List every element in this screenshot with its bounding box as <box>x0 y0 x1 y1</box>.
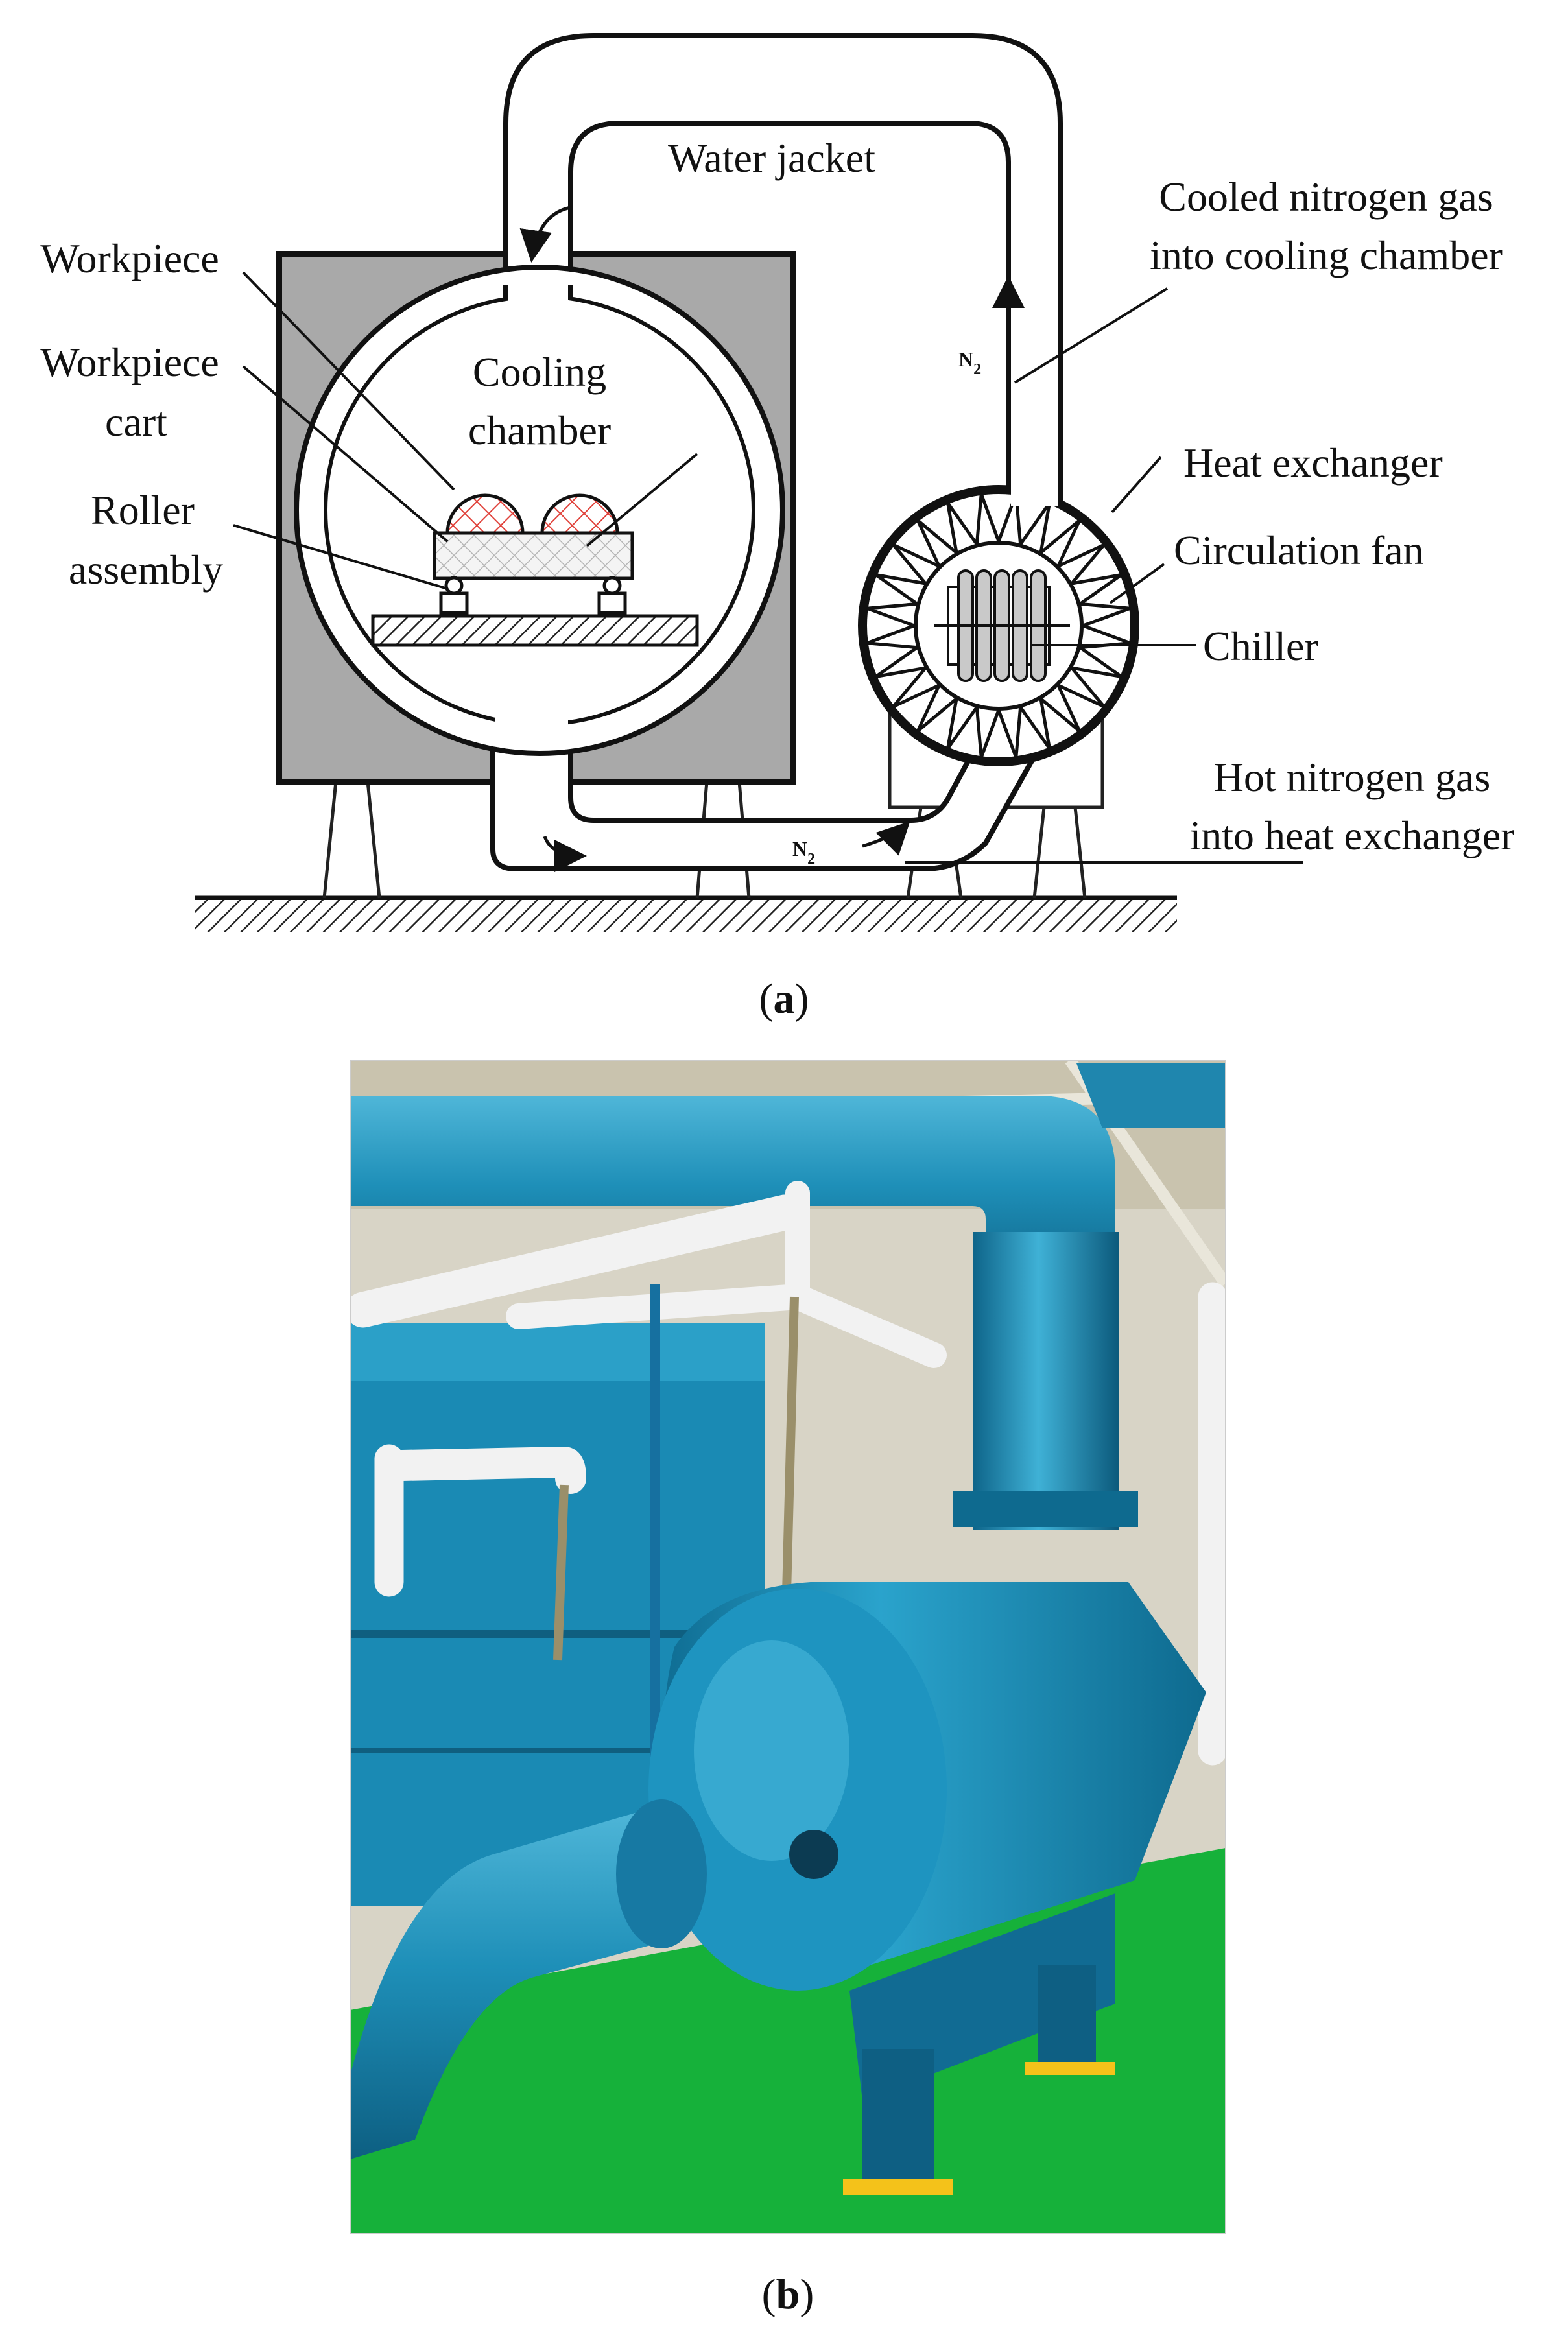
caption-a-close: ) <box>795 975 809 1023</box>
n2-sub: 2 <box>973 361 981 378</box>
caption-b-letter: b <box>776 2271 800 2318</box>
n2-main: N <box>958 348 973 371</box>
water-jacket-label: Water jacket <box>668 135 875 181</box>
n2-sub-2: 2 <box>807 851 815 868</box>
n2-label-top: N2 <box>958 348 981 378</box>
workpiece <box>445 493 619 535</box>
chiller-label: Chiller <box>1203 623 1318 669</box>
photo-b: (b) <box>350 1060 1226 2318</box>
floor <box>195 895 1177 932</box>
chamber-label-1: Cooling <box>473 349 606 395</box>
caption-a-letter: a <box>774 975 795 1023</box>
flow-arrows <box>519 206 1025 872</box>
cooled-gas-label-1: Cooled nitrogen gas <box>1159 174 1493 220</box>
workpiece-cart <box>433 531 634 580</box>
rail-plate <box>371 614 699 647</box>
cart-label-1: Workpiece <box>40 339 219 385</box>
roller-assembly <box>439 576 627 615</box>
chamber-label-2: chamber <box>468 407 611 453</box>
caption-b-close: ) <box>800 2271 814 2318</box>
roller-label-2: assembly <box>69 547 223 593</box>
heat-exchanger <box>858 480 1139 766</box>
heat-exchanger-label: Heat exchanger <box>1183 440 1443 486</box>
circulation-fan-label: Circulation fan <box>1174 527 1424 573</box>
n2-main-2: N <box>792 837 807 860</box>
cooling-chamber-vessel <box>294 265 785 756</box>
caption-b: (b) <box>762 2271 814 2318</box>
hot-gas-label-2: into heat exchanger <box>1189 812 1514 858</box>
workpiece-label: Workpiece <box>40 235 219 281</box>
caption-a-open: ( <box>759 975 774 1023</box>
diagram-a: Water jacket Cooled nitrogen gas into co… <box>40 33 1515 1023</box>
chiller <box>934 569 1070 682</box>
leader-lines <box>233 271 1303 864</box>
cooled-gas-label-2: into cooling chamber <box>1150 232 1503 278</box>
n2-label-bottom: N2 <box>792 837 815 868</box>
roller-label-1: Roller <box>91 487 195 533</box>
hot-gas-label-1: Hot nitrogen gas <box>1214 754 1491 800</box>
caption-b-open: ( <box>762 2271 776 2318</box>
caption-a: (a) <box>759 975 809 1023</box>
diagram-labels: Water jacket Cooled nitrogen gas into co… <box>40 135 1514 868</box>
cart-label-2: cart <box>105 399 167 445</box>
